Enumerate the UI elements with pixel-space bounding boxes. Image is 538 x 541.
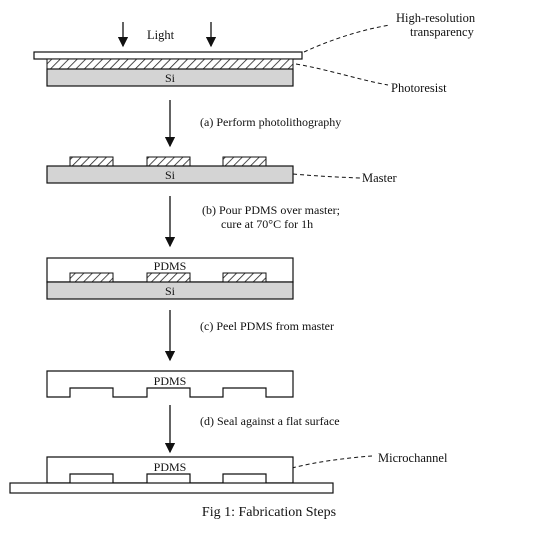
flat-substrate [9, 482, 334, 494]
transparency-label-2: transparency [410, 25, 475, 39]
photoresist-feature-4 [69, 272, 114, 283]
step-b-label-2: cure at 70°C for 1h [221, 217, 313, 231]
si-label-0: Si [165, 71, 176, 85]
photoresist-feature-3 [222, 156, 267, 167]
photoresist-feature-2 [146, 156, 191, 167]
pdms-peeled [46, 370, 294, 398]
step-d-label: (d) Seal against a flat surface [200, 414, 340, 428]
step-a-label: (a) Perform photolithography [200, 115, 341, 129]
light-arrows [117, 22, 217, 48]
photoresist-layer [46, 58, 294, 70]
step-b-label-1: (b) Pour PDMS over master; [202, 203, 340, 217]
transparency-layer [33, 51, 303, 60]
si-wafer-2 [46, 281, 294, 300]
light-label: Light [147, 28, 175, 42]
microchannel-label: Microchannel [378, 451, 448, 465]
transparency-label-1: High-resolution [396, 11, 476, 25]
figure-caption: Fig 1: Fabrication Steps [201, 505, 337, 520]
pdms-label-2: PDMS [154, 259, 187, 273]
si-label-2: Si [165, 284, 176, 298]
photoresist-feature-6 [222, 272, 267, 283]
si-wafer-0 [46, 68, 294, 87]
callout-lines [291, 24, 391, 469]
master-label: Master [362, 171, 398, 185]
photoresist-feature-1 [69, 156, 114, 167]
photoresist-feature-5 [146, 272, 191, 283]
pdms-label-4: PDMS [154, 460, 187, 474]
step-c-label: (c) Peel PDMS from master [200, 319, 334, 333]
si-label-1: Si [165, 168, 176, 182]
pdms-label-3: PDMS [154, 374, 187, 388]
photoresist-label: Photoresist [391, 81, 447, 95]
si-wafer-1 [46, 165, 294, 184]
